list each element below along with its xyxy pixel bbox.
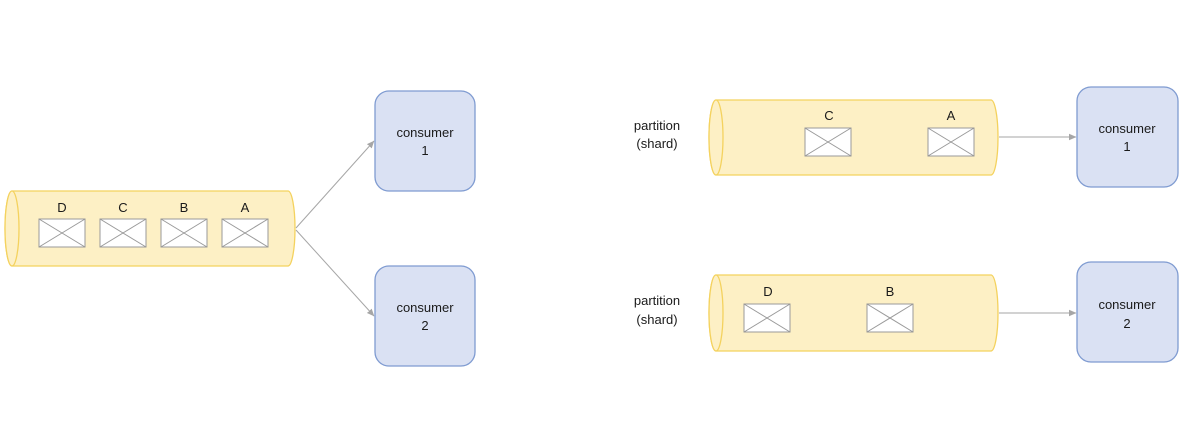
right-consumer-1-label: consumer <box>1098 121 1156 136</box>
left-consumer-1: consumer 1 <box>374 90 476 192</box>
left-message-label-b: B <box>180 200 189 215</box>
left-message-label-d: D <box>57 200 66 215</box>
left-arrow-to-consumer-1 <box>295 140 375 229</box>
partition-1-tube-end <box>708 99 724 176</box>
partition-2-message-label-d: D <box>763 284 772 299</box>
right-consumer-1: consumer 1 <box>1076 86 1179 188</box>
left-consumer-2-label: consumer <box>396 300 454 315</box>
right-consumer-2: consumer 2 <box>1076 261 1179 363</box>
left-message-label-c: C <box>118 200 127 215</box>
partition-1-sublabel: (shard) <box>636 136 677 151</box>
left-consumer-2: consumer 2 <box>374 265 476 367</box>
partition-1-message-label-a: A <box>947 108 956 123</box>
partition-1-message-a <box>927 127 975 157</box>
left-arrow-to-consumer-2 <box>295 229 375 317</box>
partition-2: D B <box>708 274 999 352</box>
partition-2-message-b <box>866 303 914 333</box>
left-consumer-1-label: consumer <box>396 125 454 140</box>
partition-2-sublabel: (shard) <box>636 312 677 327</box>
left-consumer-1-number: 1 <box>421 143 428 158</box>
left-message-c <box>99 218 147 248</box>
right-consumer-1-number: 1 <box>1123 139 1130 154</box>
partition-2-message-label-b: B <box>886 284 895 299</box>
partition-2-message-d <box>743 303 791 333</box>
partition-2-tube-end <box>708 274 724 352</box>
left-consumer-2-number: 2 <box>421 318 428 333</box>
partition-1-message-label-c: C <box>824 108 833 123</box>
left-message-label-a: A <box>241 200 250 215</box>
left-queue: D C B A <box>4 190 296 267</box>
left-message-b <box>160 218 208 248</box>
left-message-d <box>38 218 86 248</box>
partition-2-label: partition <box>634 293 680 308</box>
left-message-a <box>221 218 269 248</box>
partition-1-message-c <box>804 127 852 157</box>
partition-1: C A <box>708 99 999 176</box>
right-consumer-2-label: consumer <box>1098 297 1156 312</box>
partition-1-label: partition <box>634 118 680 133</box>
left-queue-tube-end <box>4 190 20 267</box>
right-consumer-2-number: 2 <box>1123 316 1130 331</box>
